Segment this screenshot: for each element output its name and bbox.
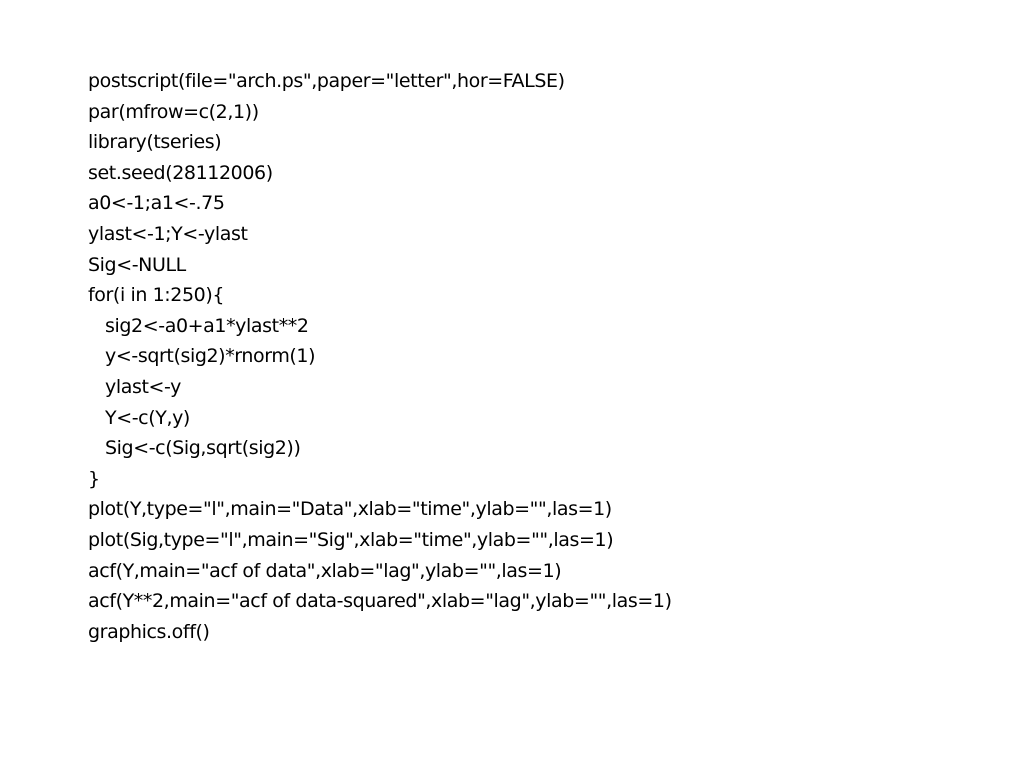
code-line: par(mfrow=c(2,1)): [88, 100, 259, 123]
code-line: plot(Y,type="l",main="Data",xlab="time",…: [88, 498, 612, 521]
code-line: ylast<-y: [105, 375, 182, 398]
code-line: Sig<-NULL: [88, 253, 186, 276]
code-line: set.seed(28112006): [88, 161, 273, 184]
code-line: library(tseries): [88, 131, 222, 154]
code-line: sig2<-a0+a1*ylast**2: [105, 314, 309, 337]
code-line: a0<-1;a1<-.75: [88, 192, 225, 215]
code-line: acf(Y,main="acf of data",xlab="lag",ylab…: [88, 559, 562, 582]
code-line: ylast<-1;Y<-ylast: [88, 222, 248, 245]
code-line: }: [88, 467, 100, 490]
r-code-block: postscript(file="arch.ps",paper="letter"…: [88, 66, 988, 647]
code-line: for(i in 1:250){: [88, 284, 225, 307]
code-line: graphics.off(): [88, 620, 210, 643]
code-line: Y<-c(Y,y): [105, 406, 190, 429]
code-line: y<-sqrt(sig2)*rnorm(1): [105, 345, 316, 368]
code-line: postscript(file="arch.ps",paper="letter"…: [88, 70, 565, 92]
code-line: plot(Sig,type="l",main="Sig",xlab="time"…: [88, 528, 614, 551]
code-line: Sig<-c(Sig,sqrt(sig2)): [105, 437, 301, 460]
code-line: acf(Y**2,main="acf of data-squared",xlab…: [88, 590, 672, 613]
